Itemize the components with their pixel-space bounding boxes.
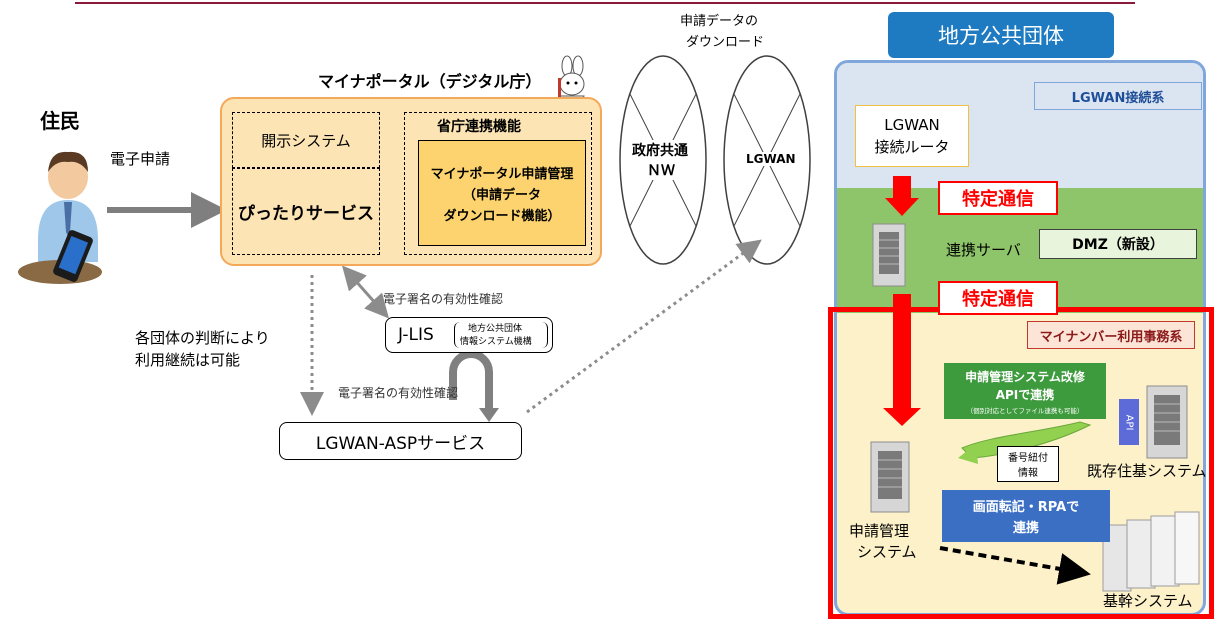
top-rule [75, 2, 1135, 4]
number-info-note: 番号紐付 情報 [997, 446, 1059, 482]
api-tag-label: API [1123, 414, 1135, 430]
specific-comm-label-2: 特定通信 [962, 289, 1034, 310]
download-label-line1: 申請データの [680, 14, 759, 29]
disclosure-system-label: 開示システム [261, 131, 351, 150]
specific-comm-box-2: 特定通信 [938, 281, 1058, 315]
link-server-icon [872, 223, 906, 287]
lgwan-router-line1: LGWAN [884, 115, 940, 134]
continuation-line1: 各団体の判断により [135, 329, 270, 347]
continuation-line2: 利用継続は可能 [135, 351, 241, 369]
api-tag: API [1119, 399, 1139, 445]
pittari-service-label: ぴったりサービス [238, 204, 374, 224]
mynumber-zone-label-box: マイナンバー利用事務系 [1027, 321, 1195, 349]
specific-comm-box-1: 特定通信 [938, 181, 1058, 215]
local-gov-header-label: 地方公共団体 [938, 24, 1064, 48]
core-system-label: 基幹システム [1103, 592, 1193, 610]
jlis-link-arrow [342, 265, 389, 319]
signature-check-bottom: 電子署名の有効性確認 [338, 386, 459, 400]
resident-figure-icon [18, 151, 102, 284]
signature-check-top: 電子署名の有効性確認 [383, 292, 504, 306]
dotted-asp-to-lgwan [526, 239, 762, 414]
lgwan-zone-label-box: LGWAN接続系 [1034, 82, 1202, 110]
jlis-box[interactable]: J-LIS 地方公共団体 情報システム機構 [385, 317, 553, 353]
e-application-label: 電子申請 [110, 150, 171, 168]
lgwan-asp-box[interactable]: LGWAN-ASPサービス [279, 422, 522, 460]
api-box-line1: 申請管理システム改修 [965, 369, 1085, 384]
ministry-link-label: 省庁連携機能 [437, 119, 521, 135]
dmz-label: DMZ（新設） [1072, 237, 1164, 253]
existing-system-server-icon [1146, 385, 1188, 459]
app-data-download-line1: マイナポータル申請管理 [430, 166, 574, 182]
rpa-dashed-arrow [939, 546, 1091, 585]
red-arrow-1 [885, 176, 919, 216]
red-arrow-2 [883, 294, 921, 426]
disclosure-system-box: 開示システム [232, 112, 380, 168]
jlis-name: J-LIS [398, 325, 434, 345]
green-curved-arrow [961, 421, 1092, 459]
number-info-line2: 情報 [1018, 468, 1038, 479]
gov-common-nw-label-line2: ＮＷ [647, 160, 675, 180]
jlis-org-line2: 情報システム機構 [460, 337, 532, 347]
lgwan-network-label: LGWAN [746, 152, 796, 166]
jlis-loop-arrow [449, 350, 493, 412]
app-data-download-line3: ダウンロード機能） [443, 208, 561, 224]
rpa-integration-box[interactable]: 画面転記・RPAで 連携 [942, 490, 1110, 542]
lgwan-router-box[interactable]: LGWAN 接続ルータ [855, 105, 969, 167]
api-integration-box[interactable]: 申請管理システム改修 APIで連携 （個別対応としてファイル連携も可能） [944, 363, 1106, 419]
mynaportal-title: マイナポータル（デジタル庁） [318, 72, 542, 91]
dmz-box: DMZ（新設） [1039, 229, 1197, 259]
mynumber-zone-label: マイナンバー利用事務系 [1039, 329, 1183, 345]
app-mgmt-server-icon [870, 441, 910, 513]
rpa-box-line2: 連携 [1012, 521, 1039, 536]
lgwan-asp-label: LGWAN-ASPサービス [315, 433, 486, 454]
rpa-box-line1: 画面転記・RPAで [972, 500, 1080, 515]
jlis-org-line1: 地方公共団体 [468, 324, 523, 334]
existing-system-label: 既存住基システム [1087, 462, 1207, 480]
lgwan-zone-label: LGWAN接続系 [1071, 90, 1165, 106]
app-mgmt-system-label-line2: システム [857, 543, 917, 561]
api-box-line2: APIで連携 [995, 387, 1055, 402]
link-server-label: 連携サーバ [946, 241, 1021, 259]
app-data-download-line2: （申請データ [462, 187, 541, 203]
local-gov-header: 地方公共団体 [888, 12, 1114, 58]
app-mgmt-system-label-line1: 申請管理 [849, 522, 910, 540]
specific-comm-label-1: 特定通信 [962, 189, 1034, 210]
jlis-org-bracket [454, 322, 548, 348]
download-label-line2: ダウンロード [686, 35, 765, 50]
app-data-download-box[interactable]: マイナポータル申請管理 （申請データ ダウンロード機能） [418, 140, 586, 246]
api-box-line3: （個別対応としてファイル連携も可能） [966, 406, 1084, 415]
pittari-service-box[interactable]: ぴったりサービス [232, 168, 380, 255]
resident-label: 住民 [40, 109, 80, 133]
lgwan-router-line2: 接続ルータ [874, 137, 950, 156]
core-system-servers-icon [1102, 511, 1200, 592]
number-info-line1: 番号紐付 [1008, 453, 1048, 464]
gov-common-nw-label-line1: 政府共通 [632, 140, 688, 160]
